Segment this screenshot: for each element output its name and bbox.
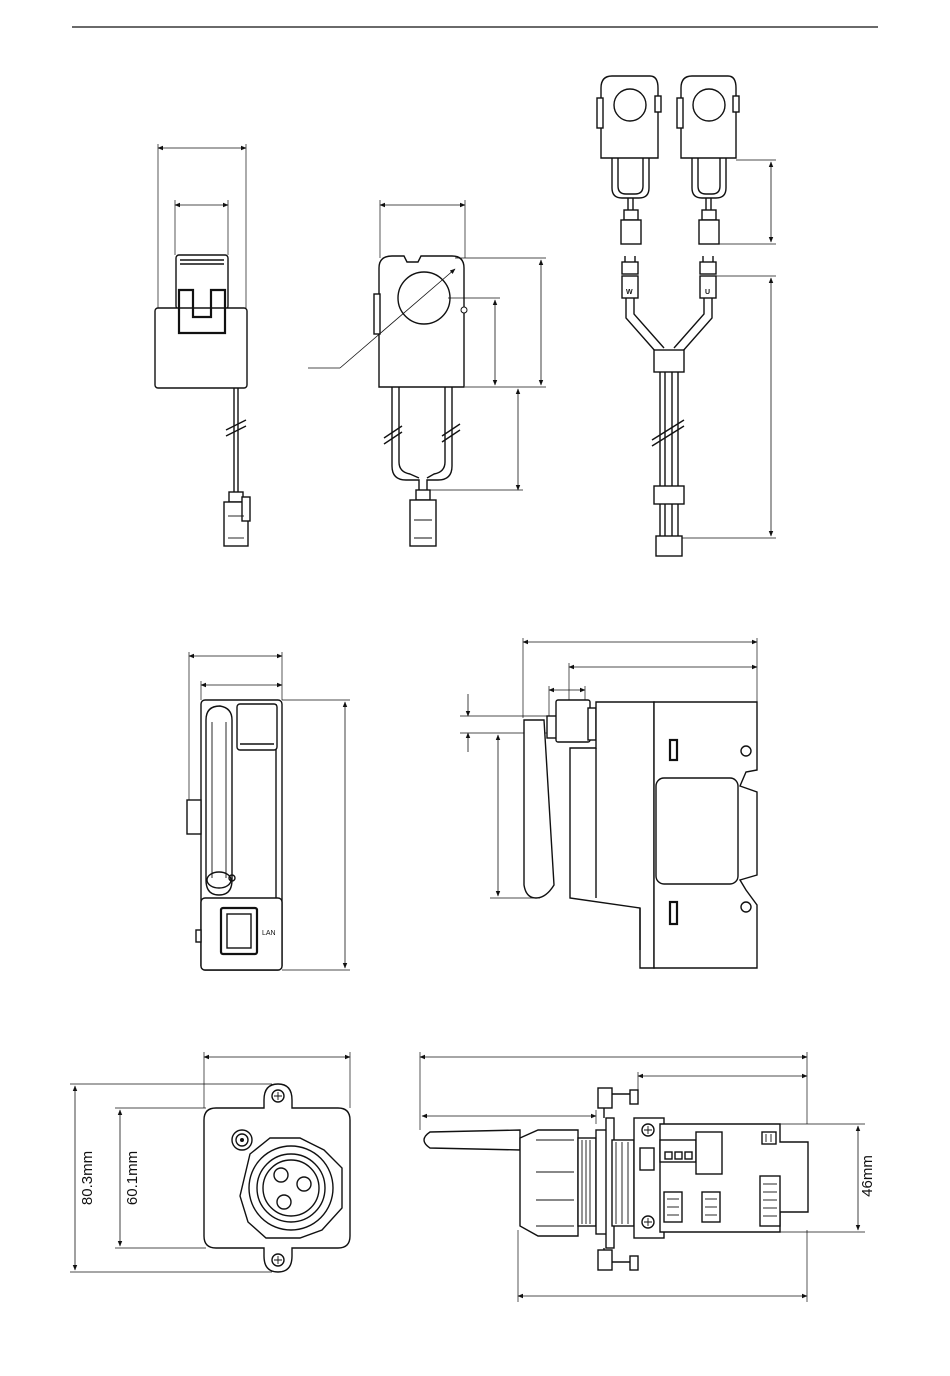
- gateway-top-view: 80.3mm 60.1mm: [70, 1052, 350, 1272]
- dual-ct-harness: W U: [597, 76, 776, 556]
- lan-port-label: LAN: [262, 930, 276, 937]
- dimension-60-1mm: 60.1mm: [124, 1151, 141, 1205]
- connector-label-u: U: [705, 289, 710, 296]
- dimension-46mm: 46mm: [859, 1155, 876, 1197]
- dimension-80-3mm: 80.3mm: [79, 1151, 96, 1205]
- ct-sensor-side-view: [155, 144, 250, 546]
- connector-label-w: W: [626, 289, 633, 296]
- gateway-internal-view: 46mm: [420, 1052, 876, 1302]
- ct-sensor-front-view: [308, 200, 546, 546]
- gateway-front-view: LAN: [187, 652, 350, 970]
- gateway-side-view: [460, 638, 757, 968]
